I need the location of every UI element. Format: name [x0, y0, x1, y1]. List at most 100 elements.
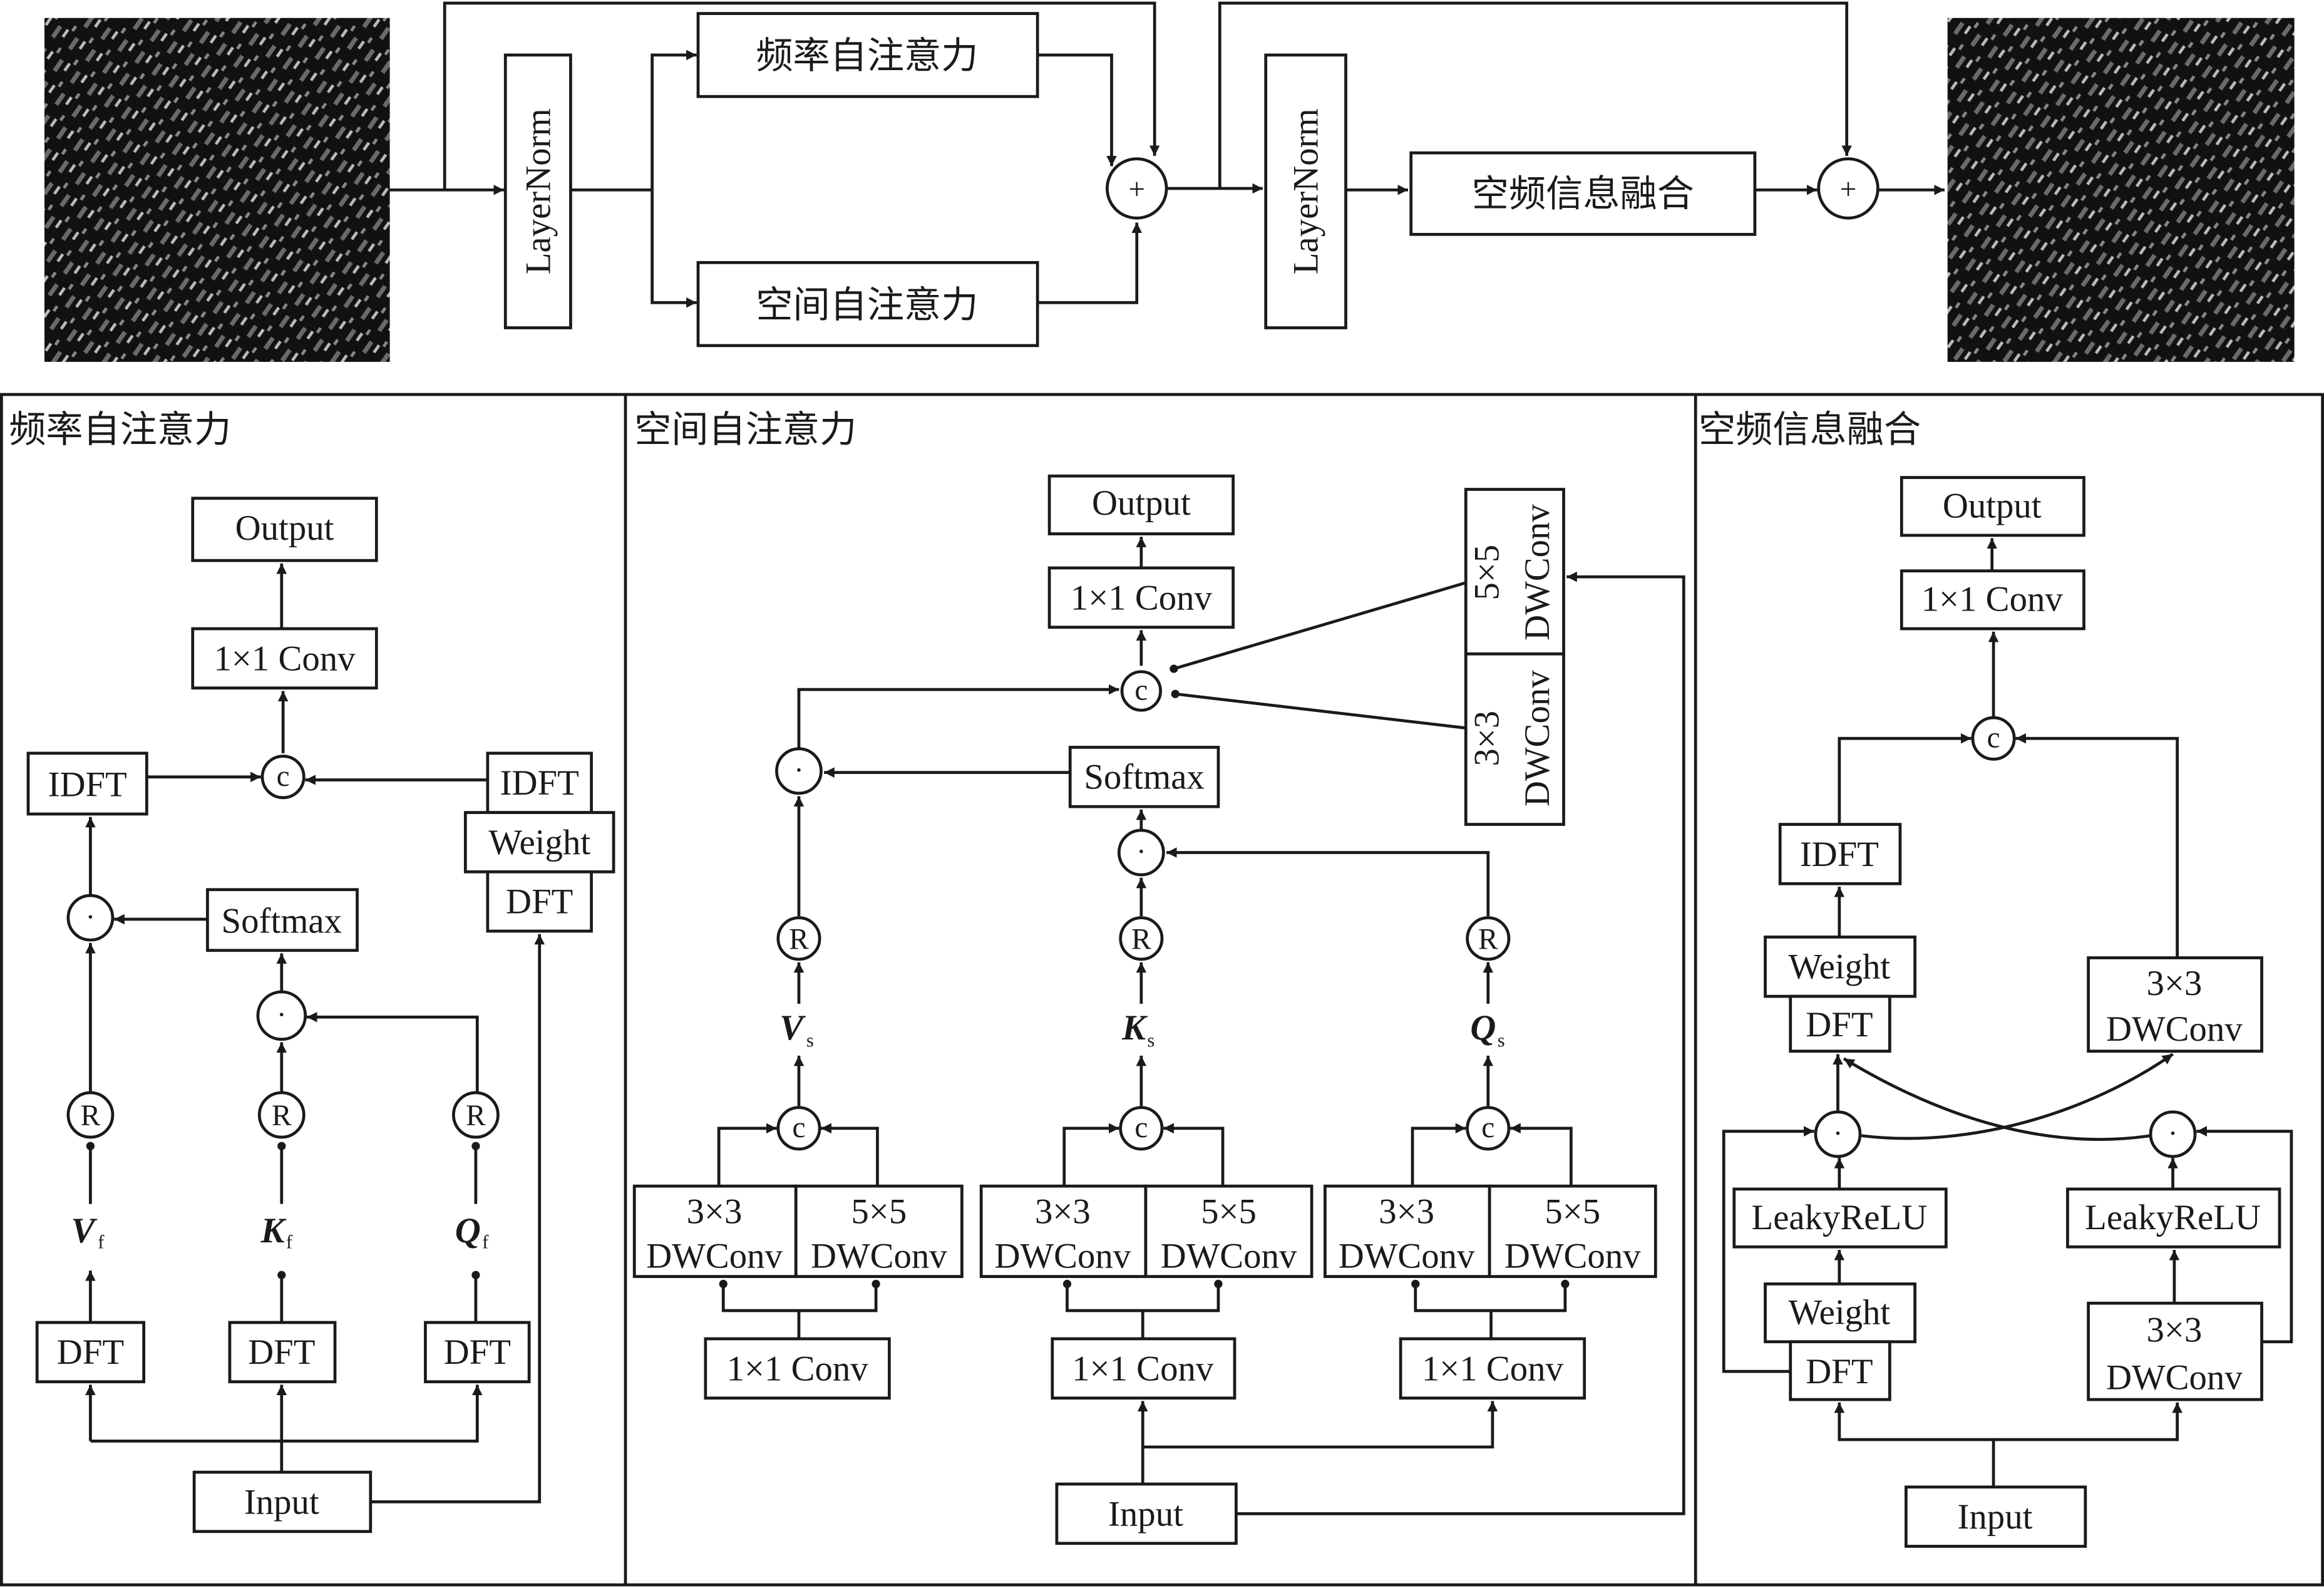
- dwconv-pair-v: 3×3 DWConv 5×5 DWConv: [632, 1184, 964, 1278]
- svg-text:1×1 Conv: 1×1 Conv: [1921, 580, 2064, 619]
- svg-text:5×5: 5×5: [851, 1192, 907, 1231]
- input-sonar-image: [44, 18, 390, 362]
- svg-text:5×5: 5×5: [1467, 545, 1506, 601]
- svg-text:R: R: [272, 1100, 292, 1132]
- svg-text:c: c: [1134, 674, 1148, 707]
- svg-text:DWConv: DWConv: [1518, 504, 1557, 641]
- svg-text:Weight: Weight: [1789, 947, 1891, 987]
- dwconv-top-box: 3×3 DWConv: [2087, 956, 2263, 1053]
- svg-text:1×1 Conv: 1×1 Conv: [1071, 578, 1213, 617]
- svg-text:Input: Input: [1958, 1497, 2033, 1537]
- dwconv-pair-q: 3×3 DWConv 5×5 DWConv: [1324, 1184, 1657, 1278]
- conv-box: 1×1 Conv: [1047, 566, 1235, 629]
- svg-text:DWConv: DWConv: [2106, 1009, 2243, 1049]
- svg-text:LayerNorm: LayerNorm: [1287, 108, 1326, 274]
- dwconv-pair-k: 3×3 DWConv 5×5 DWConv: [979, 1184, 1314, 1278]
- weight-box: Weight: [463, 811, 615, 874]
- idft-right-box: IDFT: [486, 751, 593, 814]
- svg-text:Weight: Weight: [488, 823, 590, 862]
- svg-text:DFT: DFT: [1806, 1352, 1873, 1391]
- svg-text:Input: Input: [244, 1482, 319, 1522]
- svg-text:DWConv: DWConv: [1339, 1236, 1475, 1276]
- idft-left-box: IDFT: [26, 751, 148, 816]
- svg-text:DWConv: DWConv: [646, 1236, 783, 1276]
- add-node-2: +: [1817, 157, 1879, 220]
- conv-q-box: 1×1 Conv: [1399, 1337, 1586, 1400]
- weight-top-box: Weight: [1764, 936, 1916, 998]
- svg-text:Output: Output: [1092, 483, 1191, 523]
- mult-node-right: ·: [2149, 1110, 2197, 1158]
- svg-text:R: R: [1131, 923, 1151, 956]
- conv-v-box: 1×1 Conv: [704, 1337, 891, 1400]
- concat-node: c: [1120, 670, 1162, 712]
- concat-node: c: [1971, 716, 2016, 761]
- svg-text:LeakyReLU: LeakyReLU: [1752, 1198, 1928, 1237]
- output-box: Output: [1900, 476, 2085, 537]
- layernorm-1: LayerNorm: [503, 53, 572, 329]
- panel-title: 频率自注意力: [9, 408, 231, 451]
- idft-box: IDFT: [1778, 823, 1902, 885]
- mult-node-v: ·: [66, 894, 115, 942]
- dft-right-box: DFT: [486, 870, 593, 933]
- svg-text:DFT: DFT: [506, 882, 573, 922]
- svg-text:DFT: DFT: [444, 1333, 511, 1372]
- output-box: Output: [1047, 474, 1235, 535]
- svg-text:5×5: 5×5: [1201, 1192, 1257, 1231]
- svg-text:·: ·: [86, 901, 96, 934]
- svg-text:Softmax: Softmax: [1084, 758, 1204, 797]
- concat-node: c: [260, 755, 306, 800]
- leaky-right-box: LeakyReLU: [2066, 1187, 2281, 1249]
- dwconv-bottom-box: 3×3 DWConv: [2087, 1301, 2263, 1401]
- mult-node-qk: ·: [1117, 828, 1165, 877]
- svg-text:c: c: [277, 760, 290, 793]
- reshape-v: R: [776, 916, 821, 961]
- mult-node-v: ·: [775, 747, 823, 795]
- fusion-block: 空频信息融合: [1409, 151, 1757, 236]
- svg-text:5×5: 5×5: [1545, 1192, 1600, 1231]
- svg-text:1×1 Conv: 1×1 Conv: [213, 639, 356, 678]
- svg-text:3×3: 3×3: [2146, 1311, 2202, 1350]
- conv-box: 1×1 Conv: [1900, 569, 2085, 631]
- softmax-box: Softmax: [1068, 746, 1220, 808]
- panel-title: 空间自注意力: [634, 408, 856, 451]
- leaky-left-box: LeakyReLU: [1732, 1187, 1948, 1249]
- svg-text:空频信息融合: 空频信息融合: [1472, 172, 1694, 215]
- svg-text:DWConv: DWConv: [1504, 1236, 1641, 1276]
- svg-text:LayerNorm: LayerNorm: [518, 108, 558, 274]
- svg-text:空间自注意力: 空间自注意力: [756, 283, 978, 326]
- svg-text:DWConv: DWConv: [1161, 1236, 1297, 1276]
- dft-q-box: DFT: [424, 1321, 531, 1384]
- svg-text:R: R: [1478, 923, 1498, 956]
- output-box: Output: [191, 497, 378, 562]
- svg-text:·: ·: [1136, 836, 1146, 869]
- input-box: Input: [192, 1470, 373, 1534]
- dft-k-box: DFT: [228, 1321, 337, 1384]
- svg-text:1×1 Conv: 1×1 Conv: [727, 1349, 869, 1388]
- mult-node-qk: ·: [256, 990, 307, 1041]
- svg-text:+: +: [1128, 173, 1145, 206]
- weight-bottom-box: Weight: [1764, 1282, 1916, 1344]
- dft-v-box: DFT: [35, 1321, 145, 1384]
- svg-text:Softmax: Softmax: [222, 901, 342, 941]
- svg-text:3×3: 3×3: [1467, 711, 1506, 766]
- svg-text:1×1 Conv: 1×1 Conv: [1422, 1349, 1564, 1388]
- svg-text:R: R: [466, 1100, 486, 1132]
- svg-text:·: ·: [277, 999, 287, 1031]
- svg-text:IDFT: IDFT: [48, 765, 127, 805]
- svg-text:DWConv: DWConv: [811, 1236, 947, 1276]
- svg-text:Input: Input: [1108, 1494, 1183, 1534]
- freq-attention-block: 频率自注意力: [696, 12, 1039, 98]
- top-pipeline: LayerNorm 频率自注意力 空间自注意力 + LayerNorm 空: [44, 1, 2295, 362]
- svg-text:·: ·: [2168, 1118, 2178, 1150]
- reshape-k: R: [257, 1091, 306, 1139]
- svg-text:3×3: 3×3: [1035, 1192, 1091, 1231]
- svg-text:c: c: [1134, 1111, 1148, 1144]
- concat-v: c: [776, 1106, 821, 1151]
- svg-text:3×3: 3×3: [687, 1192, 743, 1231]
- svg-text:c: c: [1987, 721, 2000, 754]
- svg-text:c: c: [792, 1111, 805, 1144]
